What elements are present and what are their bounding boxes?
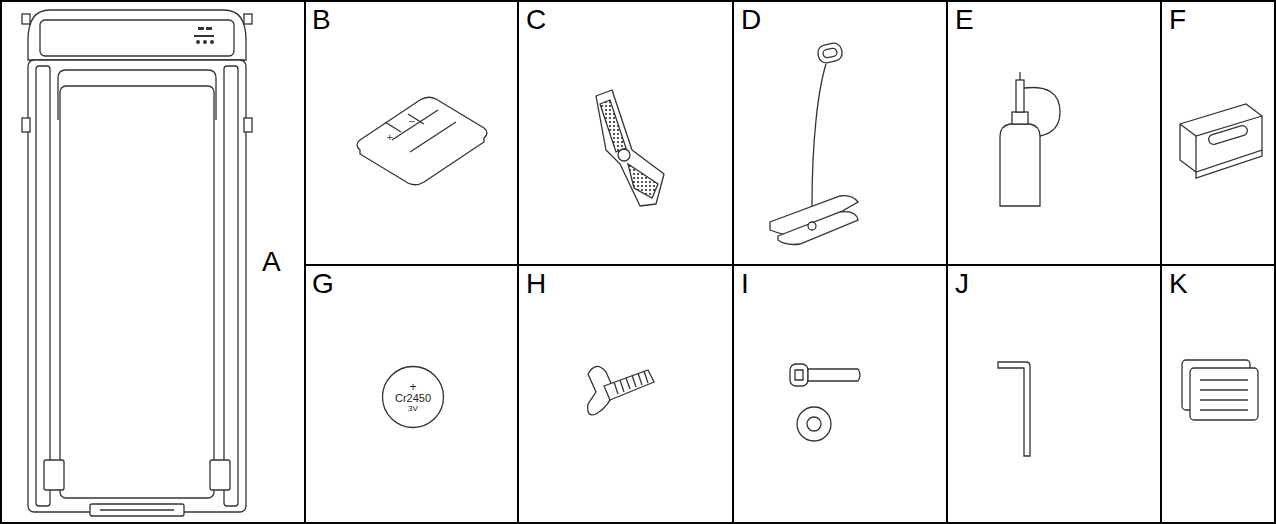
battery-coin: +Cr24503V bbox=[381, 365, 445, 429]
treadmill-drawing bbox=[22, 10, 252, 516]
svg-text:−: − bbox=[408, 116, 416, 126]
oil-bottle-drawing bbox=[1000, 72, 1060, 206]
part-letter: G bbox=[312, 270, 334, 298]
part-letter: J bbox=[955, 270, 969, 298]
part-letter: E bbox=[955, 6, 974, 34]
part-letter: D bbox=[741, 6, 761, 34]
bracket-drawing bbox=[1180, 104, 1262, 178]
bolt-washer-drawing bbox=[790, 364, 860, 441]
battery-text: 3V bbox=[408, 405, 418, 413]
hex-key-drawing bbox=[998, 362, 1030, 456]
part-letter: I bbox=[741, 270, 749, 298]
battery-circle bbox=[383, 367, 444, 428]
knob-screw-drawing bbox=[588, 366, 654, 414]
part-letter: H bbox=[526, 270, 546, 298]
part-letter: B bbox=[312, 6, 331, 34]
lamp-drawing bbox=[770, 42, 858, 245]
part-letter: C bbox=[526, 6, 546, 34]
part-letter: F bbox=[1169, 6, 1186, 34]
part-letter: K bbox=[1169, 270, 1188, 298]
battery-text: Cr2450 bbox=[395, 393, 431, 405]
part-letter: A bbox=[262, 248, 281, 276]
svg-text:+: + bbox=[386, 132, 394, 142]
battery-text: + bbox=[409, 381, 416, 394]
remote-drawing: + − bbox=[357, 97, 487, 185]
manual-cards-drawing bbox=[1182, 360, 1258, 420]
holder-drawing bbox=[596, 90, 664, 206]
